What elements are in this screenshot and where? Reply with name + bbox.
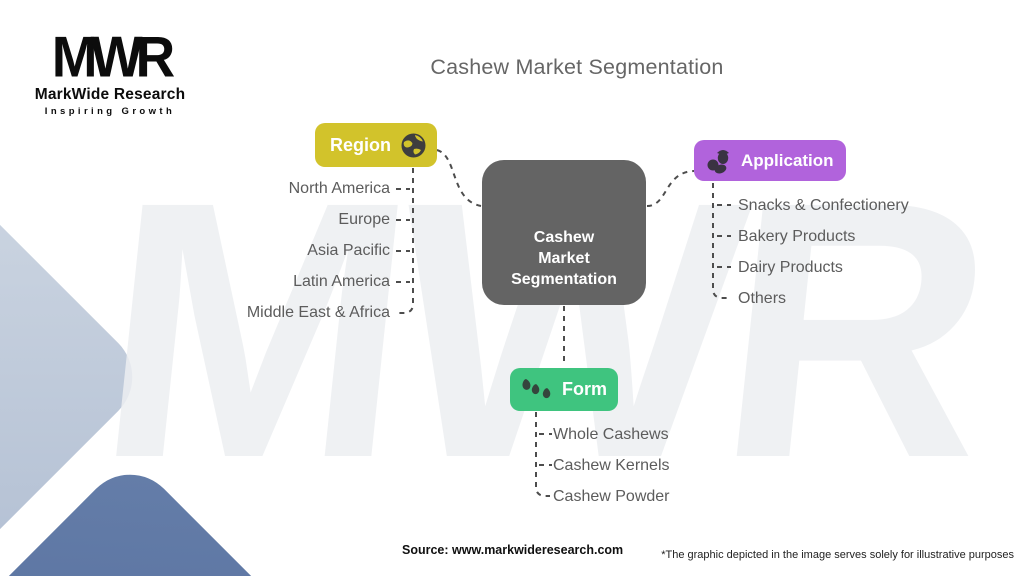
form-badge-label: Form [562,379,607,399]
nuts-icon [704,146,734,176]
form-item: Cashew Kernels [553,457,670,474]
form-item: Whole Cashews [553,426,669,443]
seeds-icon [520,377,554,403]
center-node-line: Cashew [533,229,595,246]
application-badge-label: Application [741,150,834,170]
region-item: Middle East & Africa [246,304,390,321]
region-badge-label: Region [330,134,391,155]
globe-icon [400,132,427,159]
region-item: Europe [338,211,390,228]
source-text: Source: www.markwideresearch.com [402,543,624,557]
markwide-logo: MWR MarkWide Research Inspiring Growth [30,24,190,117]
application-item: Dairy Products [738,259,843,276]
region-item: Latin America [293,273,390,290]
application-item: Others [738,290,787,307]
application-items: Snacks & Confectionery Bakery Products D… [738,190,909,314]
form-items: Whole Cashews Cashew Kernels Cashew Powd… [553,419,670,512]
center-node-line: Segmentation [511,271,617,288]
center-node-line: Market [538,250,590,267]
application-item: Bakery Products [738,228,856,245]
application-item: Snacks & Confectionery [738,197,909,214]
page-title: Cashew Market Segmentation [430,55,724,79]
center-node: Cashew Market Segmentation [482,160,646,305]
region-item: Asia Pacific [307,242,390,259]
logo-tagline: Inspiring Growth [44,106,176,117]
application-badge: Application [694,140,846,181]
region-item: North America [288,180,390,197]
form-badge: Form [510,368,618,411]
form-item: Cashew Powder [553,488,670,505]
region-items: North America Europe Asia Pacific Latin … [247,173,390,328]
logo-mark: MWR [51,24,175,90]
logo-name: MarkWide Research [34,86,186,103]
disclaimer-text: *The graphic depicted in the image serve… [661,549,1014,561]
region-badge: Region [315,123,437,167]
